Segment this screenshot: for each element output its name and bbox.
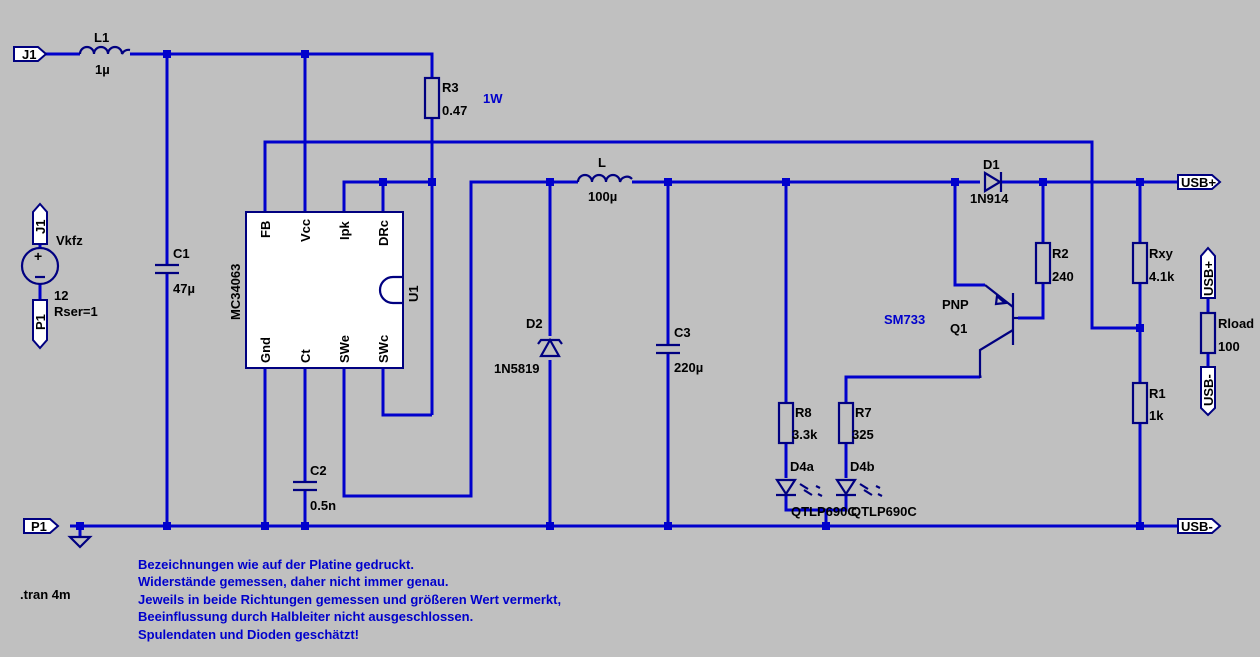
port-p1-label: P1 [31,519,47,534]
vkfz-ref: Vkfz [56,233,83,248]
port-usb-plus: USB+ [1177,174,1222,190]
resistor-r2: R2 240 [1034,241,1074,285]
u1-ref: U1 [406,285,421,302]
d4b-value: QTLP690C [851,504,917,519]
wires [38,52,1210,537]
d4b-ref: D4b [850,459,875,474]
l-ref: L [598,155,606,170]
port-j1-input: J1 [13,46,48,62]
u1-pin-ipk: Ipk [337,220,352,240]
vkfz-param: Rser=1 [54,304,98,319]
u1-pin-drc: DRc [376,220,391,246]
ground-symbol [67,535,93,549]
u1-pin-gnd: Gnd [258,337,273,363]
r8-value: 3.3k [792,427,818,442]
vkfz-value: 12 [54,288,68,303]
port-usb-minus-label: USB- [1181,519,1213,534]
r3-note: 1W [483,91,503,106]
c3-ref: C3 [674,325,691,340]
l-value: 100µ [588,189,617,204]
resistor-r8: R8 3.3k [777,401,818,445]
comment-notes: Bezeichnungen wie auf der Platine gedruc… [138,557,561,642]
resistor-r1: R1 1k [1131,381,1166,425]
d1-ref: D1 [983,157,1000,172]
r1-value: 1k [1149,408,1164,423]
port-vkfz-p1: P1 [32,299,48,350]
rxy-value: 4.1k [1149,269,1175,284]
port-rload-usb-minus: USB- [1200,366,1216,417]
l1-ref: L1 [94,30,109,45]
r7-value: 325 [852,427,874,442]
u1-pin-ct: Ct [298,349,313,363]
spice-directive: .tran 4m [20,587,71,602]
note-line: Jeweils in beide Richtungen gemessen und… [138,592,561,607]
d4a-ref: D4a [790,459,815,474]
diode-d1: D1 1N914 [970,157,1009,206]
junctions [76,50,1144,530]
note-line: Spulendaten und Dioden geschätzt! [138,627,359,642]
r7-ref: R7 [855,405,872,420]
resistor-rload: Rload 100 [1199,311,1254,355]
ic-u1-mc34063: MC34063 U1 FB Vcc Ipk DRc Gnd Ct SWe SWc [228,211,421,369]
q1-type: PNP [942,297,969,312]
r2-value: 240 [1052,269,1074,284]
led-d4b: D4b QTLP690C [834,459,917,519]
r8-ref: R8 [795,405,812,420]
d2-ref: D2 [526,316,543,331]
c3-value: 220µ [674,360,703,375]
c1-value: 47µ [173,281,195,296]
q1-value: SM733 [884,312,925,327]
capacitor-c1: C1 47µ [155,246,195,296]
u1-pin-fb: FB [258,221,273,238]
u1-pin-vcc: Vcc [298,219,313,242]
u1-part: MC34063 [228,264,243,320]
capacitor-c3: C3 220µ [656,325,703,375]
c2-value: 0.5n [310,498,336,513]
resistor-rxy: Rxy 4.1k [1131,241,1175,285]
d1-value: 1N914 [970,191,1009,206]
l1-value: 1µ [95,62,110,77]
c1-ref: C1 [173,246,190,261]
transistor-q1: PNP Q1 SM733 [884,284,1018,378]
inductor-l: L 100µ [576,155,633,204]
port-rload-usb-minus-label: USB- [1201,374,1216,406]
note-line: Beeinflussung durch Halbleiter nicht aus… [138,609,473,624]
port-vkfz-j1-label: J1 [33,220,48,234]
d2-value: 1N5819 [494,361,540,376]
diode-d2: D2 1N5819 [494,316,563,376]
r3-value: 0.47 [442,103,467,118]
note-line: Bezeichnungen wie auf der Platine gedruc… [138,557,414,572]
port-rload-usb-plus-label: USB+ [1201,261,1216,296]
d4a-value: QTLP690C [791,504,857,519]
vkfz-plus-sign: + [34,248,42,264]
voltage-source-vkfz: + Vkfz 12 Rser=1 [20,233,98,319]
r1-ref: R1 [1149,386,1166,401]
u1-pin-swc: SWc [376,335,391,363]
port-usb-plus-label: USB+ [1181,175,1216,190]
c2-ref: C2 [310,463,327,478]
r2-ref: R2 [1052,246,1069,261]
port-vkfz-p1-label: P1 [33,314,48,330]
led-d4a: D4a QTLP690C [774,459,857,519]
capacitor-c2: C2 0.5n [293,463,336,513]
resistor-r3: R3 0.47 1W [423,76,503,120]
resistor-r7: R7 325 [837,401,874,445]
inductor-l1: L1 1µ [78,30,131,77]
rload-ref: Rload [1218,316,1254,331]
port-j1-label: J1 [22,47,36,62]
port-vkfz-j1: J1 [32,202,48,245]
port-usb-minus: USB- [1177,518,1222,534]
port-rload-usb-plus: USB+ [1200,246,1216,299]
note-line: Widerstände gemessen, daher nicht immer … [138,574,449,589]
q1-ref: Q1 [950,321,967,336]
rload-value: 100 [1218,339,1240,354]
rxy-ref: Rxy [1149,246,1174,261]
r3-ref: R3 [442,80,459,95]
u1-pin-swe: SWe [337,335,352,363]
port-p1-ground: P1 [23,518,60,534]
